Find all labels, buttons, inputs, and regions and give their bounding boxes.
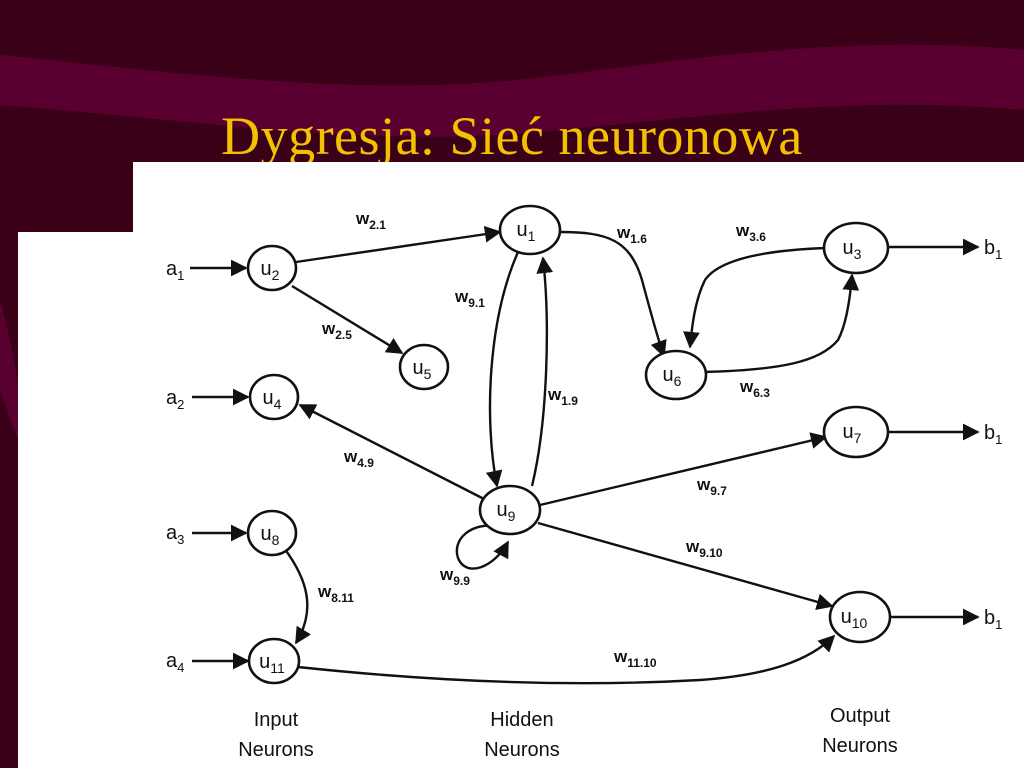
edge-u9-u4 (298, 403, 487, 502)
background-wave-band (0, 44, 1024, 137)
neuron-u8-label: u8 (261, 523, 280, 548)
edge-u6-u3 (703, 273, 860, 374)
output-b1-top-label: b1 (984, 237, 1002, 262)
neuron-u6-label: u6 (663, 364, 682, 389)
edge-u2-u5 (291, 284, 404, 355)
output-b1-bot-label: b1 (984, 607, 1002, 632)
input-a3-label: a3 (166, 522, 184, 547)
input-a2-label: a2 (166, 387, 184, 412)
neuron-u10-circle (828, 590, 892, 644)
neuron-u11-circle (247, 637, 301, 685)
edge-u3-u6 (683, 246, 827, 349)
neuron-u1-circle (498, 204, 562, 256)
neuron-u9-circle (478, 484, 542, 536)
neuron-u1-label: u1 (517, 219, 536, 244)
background-wave-band-lower (0, 300, 18, 440)
weight-w16-label: w1.6 (616, 223, 647, 246)
edge-u9-u1 (530, 256, 554, 487)
caption-input-line2: Neurons (238, 739, 314, 761)
caption-hidden-line1: Hidden (490, 709, 553, 731)
neuron-u2-circle (246, 244, 298, 292)
neuron-u5-circle (398, 343, 450, 391)
edge-u1-u9 (485, 251, 520, 488)
neuron-u11-label: u11 (259, 651, 285, 676)
neuron-u3-circle (822, 221, 890, 275)
output-b1-mid-label: b1 (984, 422, 1002, 447)
caption-output-line1: Output (830, 705, 890, 727)
neuron-u4-label: u4 (263, 387, 282, 412)
caption-output-line2: Neurons (822, 735, 898, 757)
weight-w21-label: w2.1 (355, 209, 386, 232)
weight-w99-label: w9.9 (439, 565, 470, 588)
neuron-u4-circle (248, 373, 300, 421)
weight-w63-label: w6.3 (739, 377, 770, 400)
weight-w811-label: w8.11 (317, 582, 354, 605)
edge-u8-u11 (283, 547, 312, 645)
weight-w49-label: w4.9 (343, 447, 374, 470)
diagram-panel-left (18, 232, 148, 768)
neuron-u5-label: u5 (413, 357, 432, 382)
weight-w36-label: w3.6 (735, 221, 766, 244)
edge-u11-u10 (297, 634, 836, 685)
edge-u9-u7 (539, 432, 828, 507)
caption-hidden-line2: Neurons (484, 739, 560, 761)
weight-w19-label: w1.9 (547, 385, 578, 408)
neuron-u7-label: u7 (843, 421, 862, 446)
weight-w1110-label: w11.10 (613, 647, 657, 670)
neuron-u2-label: u2 (261, 258, 280, 283)
neuron-u8-circle (246, 509, 298, 557)
neuron-u10-label: u10 (841, 606, 868, 631)
edge-u2-u1 (295, 225, 502, 264)
weight-w91-label: w9.1 (454, 287, 485, 310)
edge-u9-self-loop (455, 524, 510, 570)
input-a4-label: a4 (166, 650, 184, 675)
weight-w25-label: w2.5 (321, 319, 352, 342)
edge-u9-u10 (537, 521, 834, 610)
weight-w910-label: w9.10 (685, 537, 723, 560)
neuron-u7-circle (822, 405, 890, 459)
edge-u1-u6 (559, 230, 667, 358)
weight-w97-label: w9.7 (696, 475, 727, 498)
neuron-u9-label: u9 (497, 499, 516, 524)
slide-title: Dygresja: Sieć neuronowa (221, 106, 803, 166)
caption-input-line1: Input (254, 709, 299, 731)
input-a1-label: a1 (166, 258, 184, 283)
neuron-u3-label: u3 (843, 237, 862, 262)
neuron-u6-circle (644, 349, 708, 401)
